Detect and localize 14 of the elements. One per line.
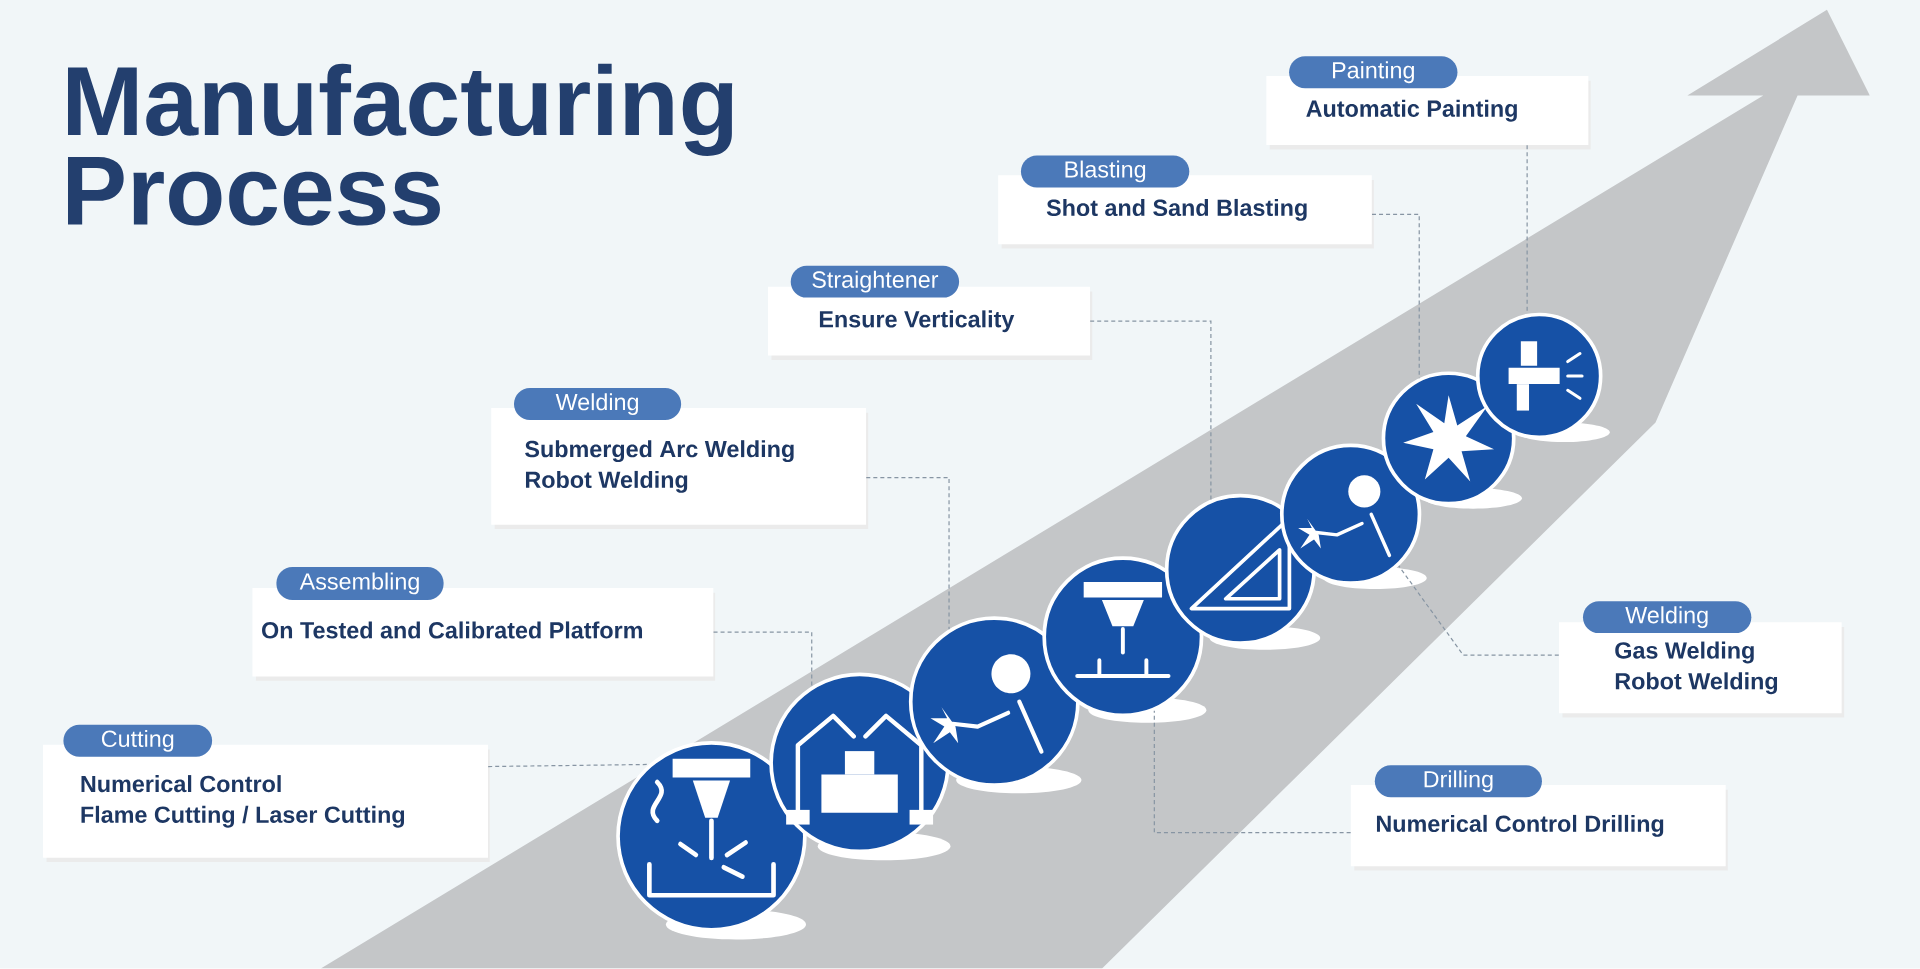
leader-line <box>1371 213 1420 379</box>
title: Manufacturing Process <box>68 64 733 226</box>
step-tag: Cutting <box>63 725 213 757</box>
step-tag: Painting <box>1289 56 1458 89</box>
step-tag: Welding <box>514 388 682 421</box>
leader-line <box>1153 710 1352 834</box>
step-tag: Blasting <box>1020 155 1190 188</box>
step-tag: Drilling <box>1374 765 1542 798</box>
step-tag: Assembling <box>276 567 444 601</box>
leader-line <box>1398 565 1560 656</box>
step-tag: Welding <box>1582 601 1752 634</box>
leader-line <box>1089 320 1212 501</box>
leader-line <box>712 631 813 688</box>
leader-line <box>865 477 950 630</box>
